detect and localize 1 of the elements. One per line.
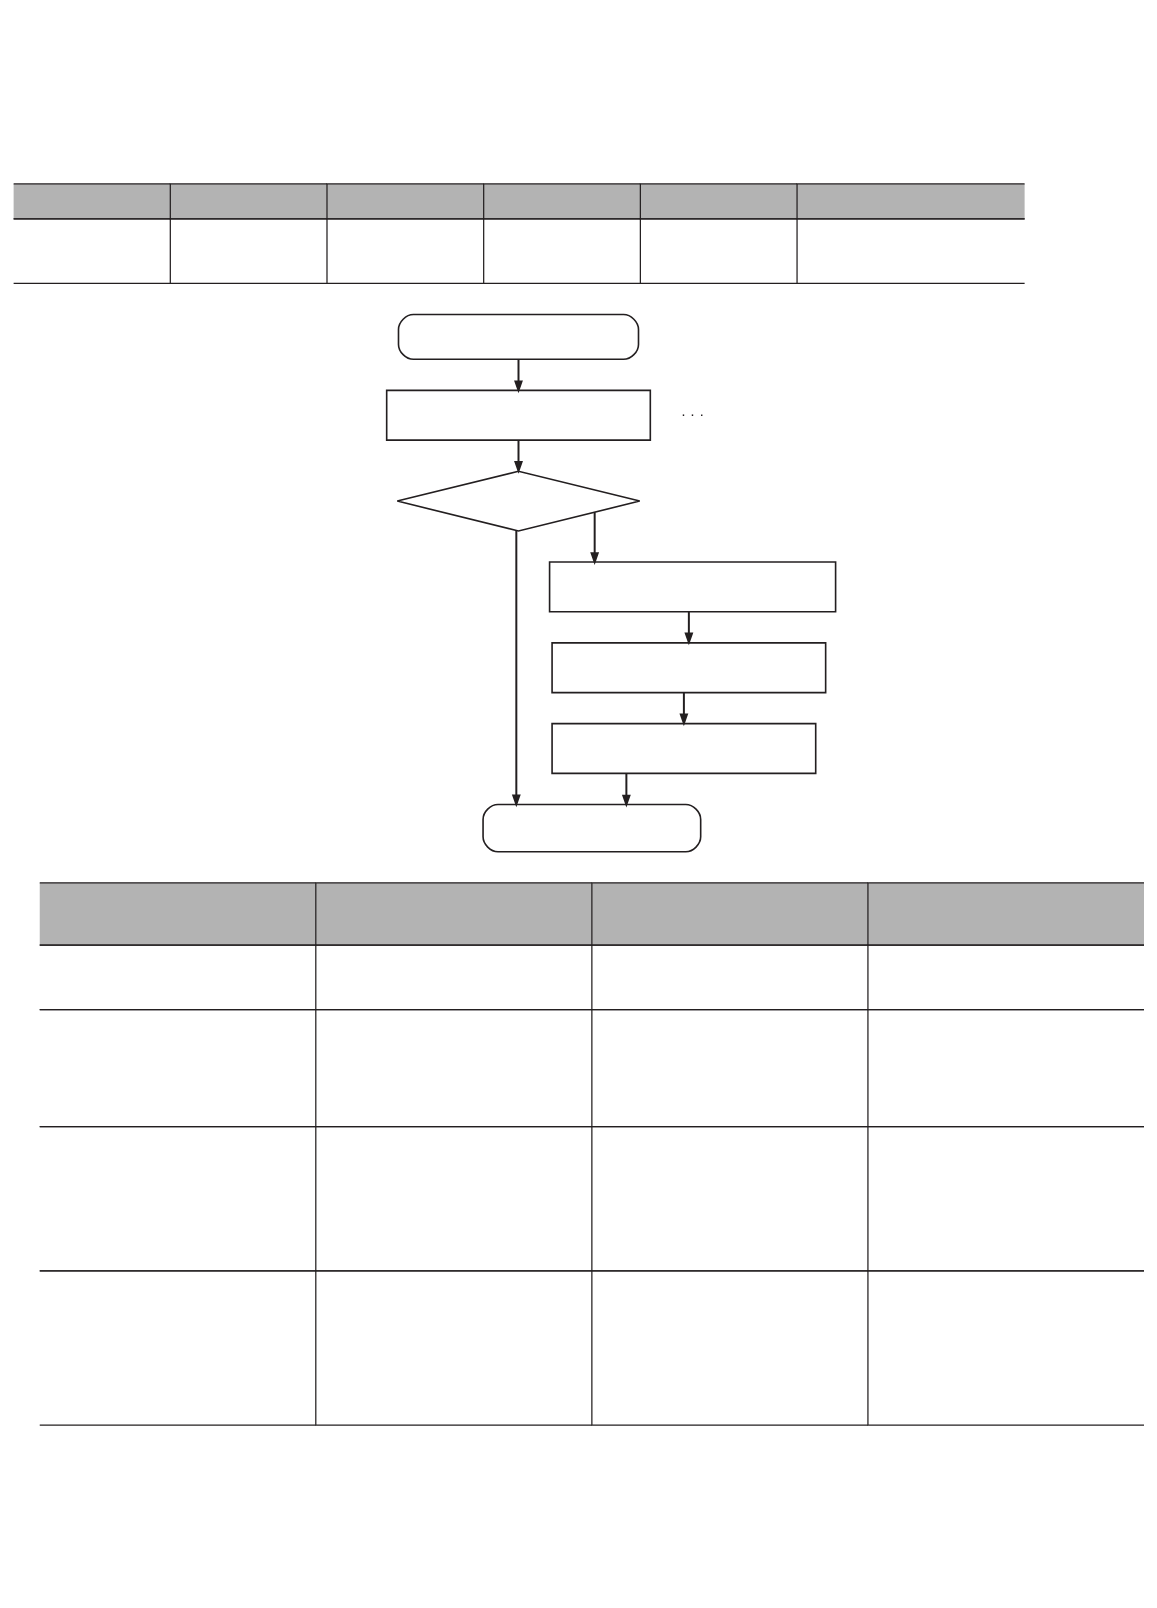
node-label: · · · [681, 404, 705, 422]
